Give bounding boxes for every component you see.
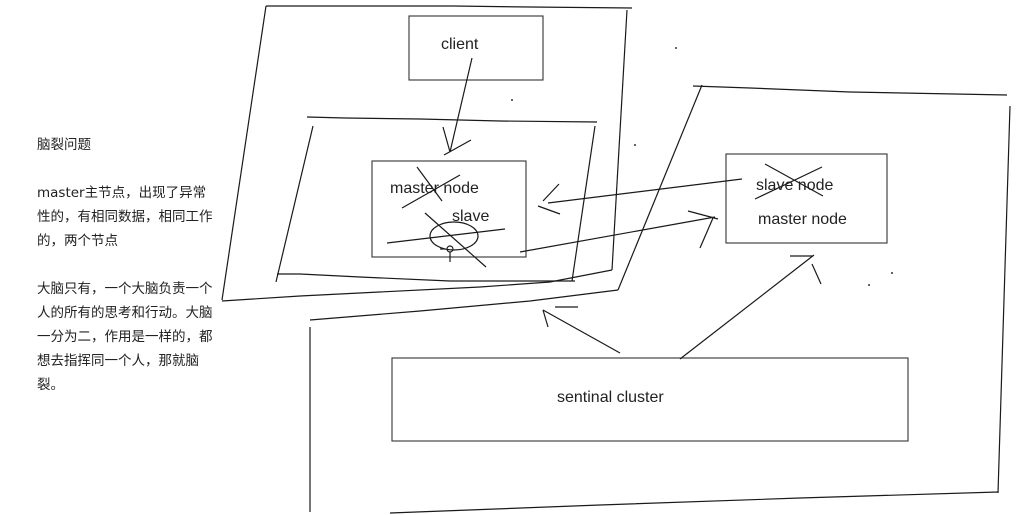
right-node-current-role: master node [758, 211, 847, 228]
left-node: master node slave [371, 160, 527, 268]
left-partition-inner [275, 116, 598, 283]
client-label: client [441, 36, 479, 53]
strike-x-slave [754, 163, 824, 200]
right-node: slave node master node [725, 153, 888, 244]
right-to-left-arrow [537, 178, 743, 215]
sentinel-to-right-arrow [679, 254, 822, 360]
left-to-right-arrow [519, 210, 719, 253]
notes-panel: 脑裂问题 master主节点，出现了异常性的，有相同数据，相同工作的，两个节点 … [37, 133, 217, 421]
notes-paragraph-1: master主节点，出现了异常性的，有相同数据，相同工作的，两个节点 [37, 185, 213, 249]
strike-x-master [401, 166, 461, 209]
sentinel-to-left-arrow [542, 306, 621, 354]
left-node-original-role: master node [390, 180, 479, 197]
left-partition-outer [221, 5, 633, 302]
left-node-current-role: slave [452, 208, 489, 225]
circled-strike-slave [386, 212, 506, 268]
notes-paragraph-2: 大脑只有，一个大脑负责一个人的所有的思考和行动。大脑一分为二，作用是一样的，都想… [37, 281, 213, 393]
notes-title: 脑裂问题 [37, 137, 91, 153]
client-node: client [408, 15, 544, 81]
sentinel-cluster-node: sentinal cluster [391, 357, 909, 442]
sentinel-cluster-label: sentinal cluster [557, 389, 664, 406]
client-to-left-node-arrow [442, 57, 473, 156]
stray-marks [511, 47, 893, 286]
right-partition [309, 84, 1011, 514]
